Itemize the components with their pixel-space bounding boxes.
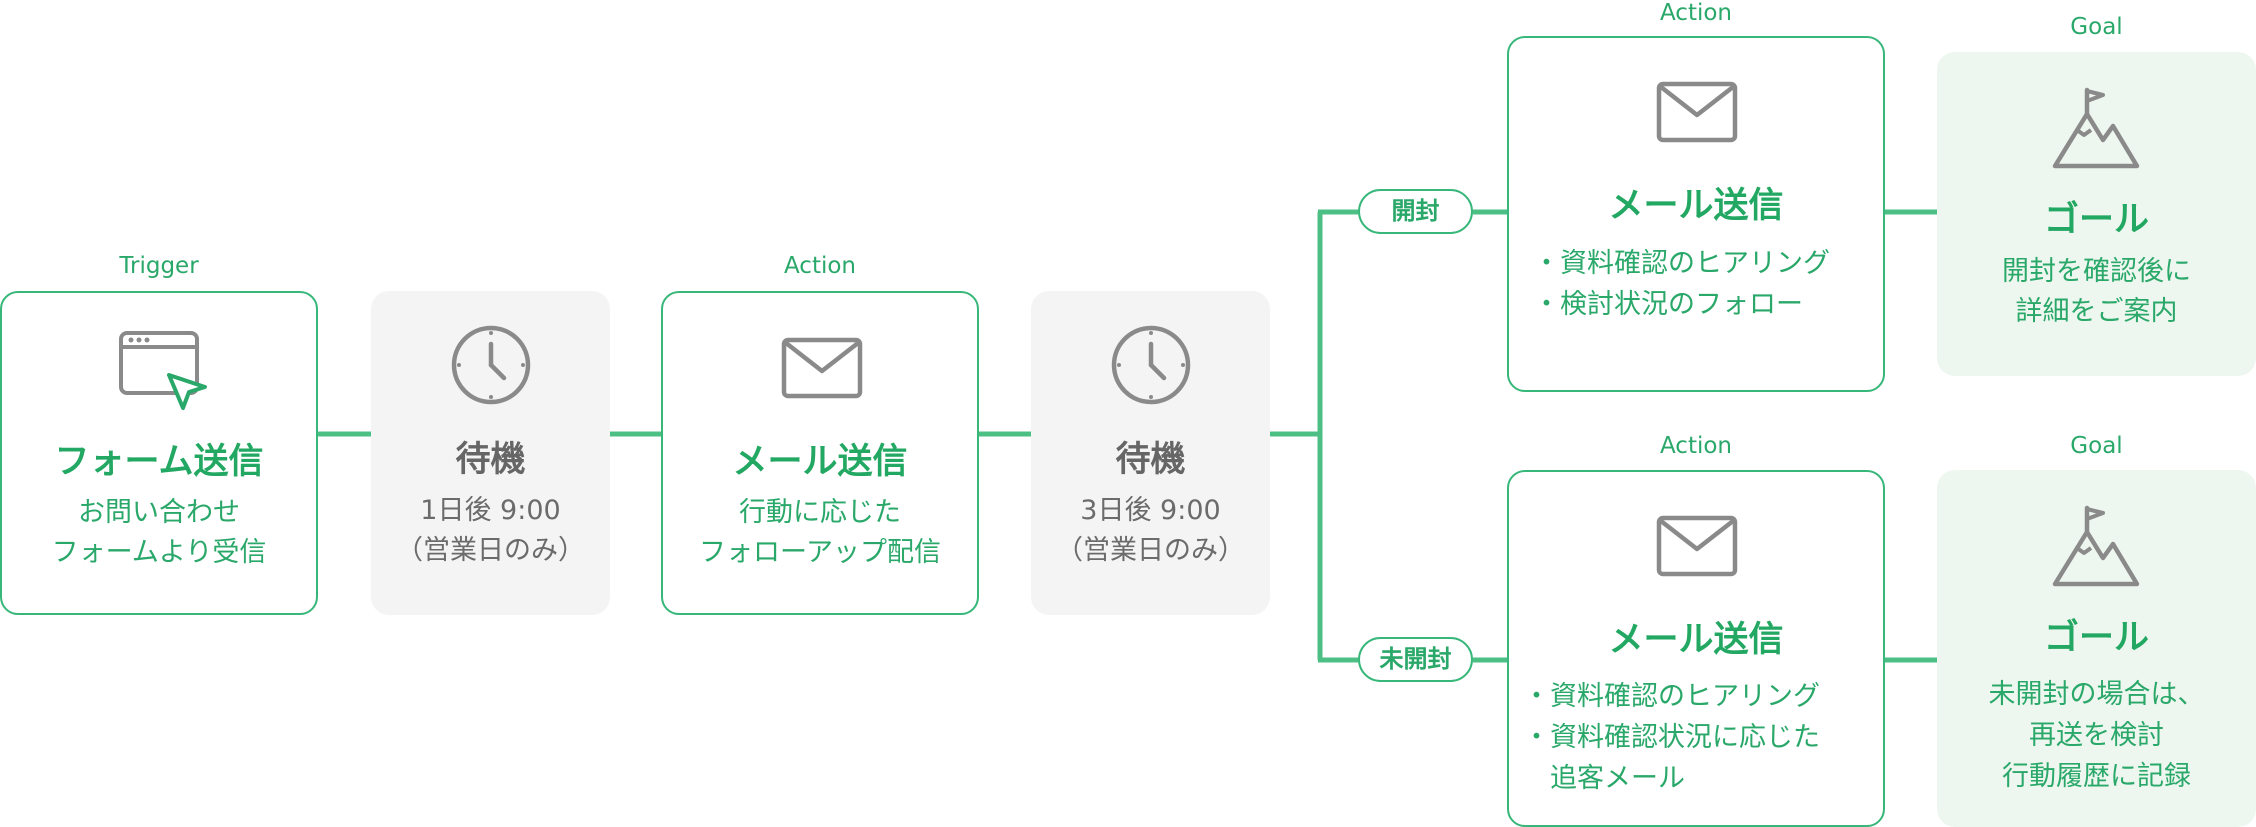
wait-node-2[interactable]: 待機 3日後 9:00 （営業日のみ） bbox=[1031, 291, 1270, 615]
node-title: メール送信 bbox=[1608, 620, 1784, 660]
goal-label-unopened: Goal bbox=[2070, 433, 2123, 459]
node-description: 3日後 9:00 （営業日のみ） bbox=[1056, 495, 1245, 566]
node-title: ゴール bbox=[2043, 200, 2149, 240]
action-label-opened: Action bbox=[1659, 0, 1733, 26]
node-description: 行動に応じた フォローアップ配信 bbox=[699, 497, 941, 568]
node-title: メール送信 bbox=[732, 442, 908, 482]
node-title: メール送信 bbox=[1608, 186, 1784, 226]
node-description: お問い合わせ フォームより受信 bbox=[51, 497, 267, 568]
trigger-node[interactable]: フォーム送信 お問い合わせ フォームより受信 bbox=[0, 291, 318, 615]
clock-icon bbox=[1111, 325, 1191, 405]
mail-icon bbox=[1656, 515, 1738, 577]
node-description: 開封を確認後に 詳細をご案内 bbox=[2002, 256, 2191, 327]
browser-cursor-icon bbox=[119, 331, 207, 410]
trigger-label: Trigger bbox=[119, 253, 199, 279]
action-node-1[interactable]: メール送信 行動に応じた フォローアップ配信 bbox=[661, 291, 979, 615]
action-node-unopened[interactable]: メール送信 ・資料確認のヒアリング ・資料確認状況に応じた 追客メール bbox=[1507, 470, 1885, 827]
mail-icon bbox=[781, 337, 863, 399]
goal-label-opened: Goal bbox=[2070, 14, 2123, 40]
action-label-unopened: Action bbox=[1659, 433, 1733, 459]
wait-node-1[interactable]: 待機 1日後 9:00 （営業日のみ） bbox=[371, 291, 610, 615]
node-bullets: ・資料確認のヒアリング ・検討状況のフォロー bbox=[1533, 248, 1830, 320]
node-title: 待機 bbox=[1115, 440, 1186, 480]
action-label: Action bbox=[783, 253, 857, 279]
action-node-opened[interactable]: メール送信 ・資料確認のヒアリング ・検討状況のフォロー bbox=[1507, 36, 1885, 392]
mail-icon bbox=[1656, 81, 1738, 143]
goal-node-unopened[interactable]: ゴール 未開封の場合は、 再送を検討 行動履歴に記録 bbox=[1937, 470, 2256, 827]
node-title: ゴール bbox=[2043, 618, 2149, 658]
mountain-flag-icon bbox=[2052, 505, 2140, 587]
branch-unopened-pill[interactable]: 未開封 bbox=[1358, 637, 1473, 682]
branch-opened-pill[interactable]: 開封 bbox=[1358, 189, 1473, 234]
node-title: 待機 bbox=[455, 440, 526, 480]
node-description: 未開封の場合は、 再送を検討 行動履歴に記録 bbox=[1988, 679, 2205, 792]
node-bullets: ・資料確認のヒアリング ・資料確認状況に応じた 追客メール bbox=[1523, 681, 1820, 794]
node-title: フォーム送信 bbox=[54, 442, 264, 482]
mountain-flag-icon bbox=[2052, 87, 2140, 169]
goal-node-opened[interactable]: ゴール 開封を確認後に 詳細をご案内 bbox=[1937, 52, 2256, 376]
node-description: 1日後 9:00 （営業日のみ） bbox=[396, 495, 585, 566]
clock-icon bbox=[451, 325, 531, 405]
